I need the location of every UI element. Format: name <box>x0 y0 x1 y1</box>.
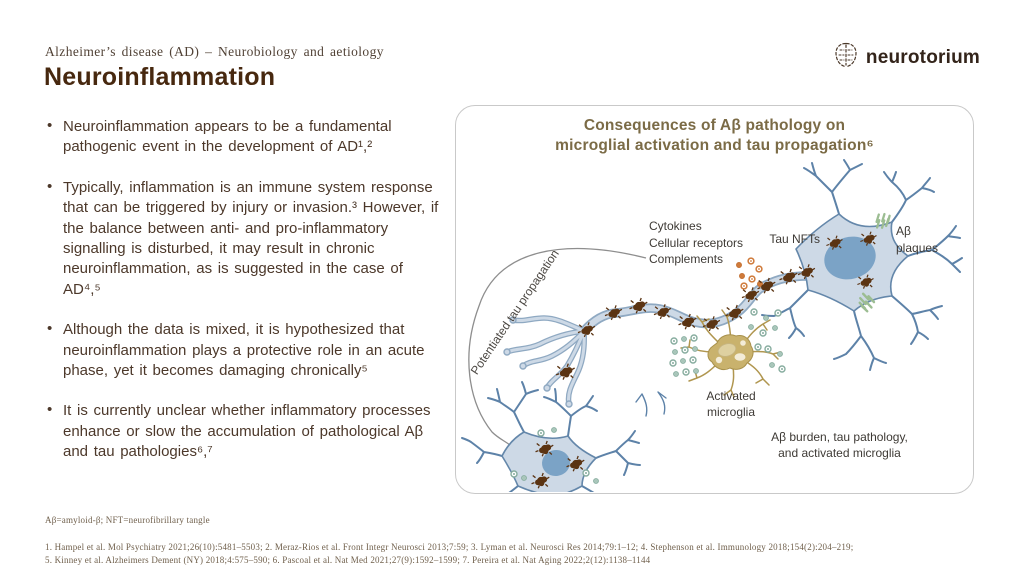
bullet-item: Although the data is mixed, it is hypoth… <box>46 319 440 381</box>
axon-terminals <box>503 315 667 417</box>
brain-logo-icon <box>833 41 859 74</box>
references: 1. Hampel et al. Mol Psychiatry 2021;26(… <box>45 541 985 566</box>
axon <box>579 271 813 336</box>
microglia-cell <box>680 309 782 398</box>
page-title: Neuroinflammation <box>44 63 276 91</box>
figure-title-line2: microglial activation and tau propagatio… <box>555 136 874 154</box>
references-line-2: 5. Kinney et al. Alzheimers Dement (NY) … <box>45 554 651 565</box>
lower-neuron-dendrites <box>461 381 641 492</box>
label-cytokines: Cytokines Cellular receptors Complements <box>649 219 744 266</box>
label-tau-nfts: Tau NFTs <box>769 232 820 246</box>
bullet-item: Typically, inflammation is an immune sys… <box>46 177 440 300</box>
figure-illustration <box>461 159 963 492</box>
label-activated-microglia: Activated microglia <box>706 389 756 419</box>
abbreviations: Aβ=amyloid-β; NFT=neurofibrillary tangle <box>45 515 210 525</box>
references-line-1: 1. Hampel et al. Mol Psychiatry 2021;26(… <box>45 542 854 552</box>
upper-neuron <box>761 159 963 371</box>
bullet-item: It is currently unclear whether inflamma… <box>46 400 440 462</box>
lower-neuron-nucleus <box>542 449 570 477</box>
bullet-item: Neuroinflammation appears to be a fundam… <box>46 116 440 158</box>
neurotorium-logo-text: neurotorium <box>865 46 980 68</box>
label-abeta-burden: Aβ burden, tau pathology, and activated … <box>771 430 908 460</box>
propagation-arrow <box>468 248 647 451</box>
figure-title-line1: Consequences of Aβ pathology on <box>583 117 846 134</box>
upper-neuron-dendrites <box>761 159 963 371</box>
upper-neuron-nucleus <box>824 236 876 280</box>
label-abeta-plaques: Aβ plaques <box>896 224 939 255</box>
neurotorium-logo: neurotorium <box>833 41 980 74</box>
figure-panel: Consequences of Aβ pathology on microgli… <box>455 105 974 494</box>
bullet-list: Neuroinflammation appears to be a fundam… <box>46 116 440 483</box>
slide-kicker: Alzheimer’s disease (AD) – Neurobiology … <box>45 44 384 59</box>
lower-neuron <box>461 381 641 492</box>
figure-title: Consequences of Aβ pathology on microgli… <box>456 116 973 155</box>
